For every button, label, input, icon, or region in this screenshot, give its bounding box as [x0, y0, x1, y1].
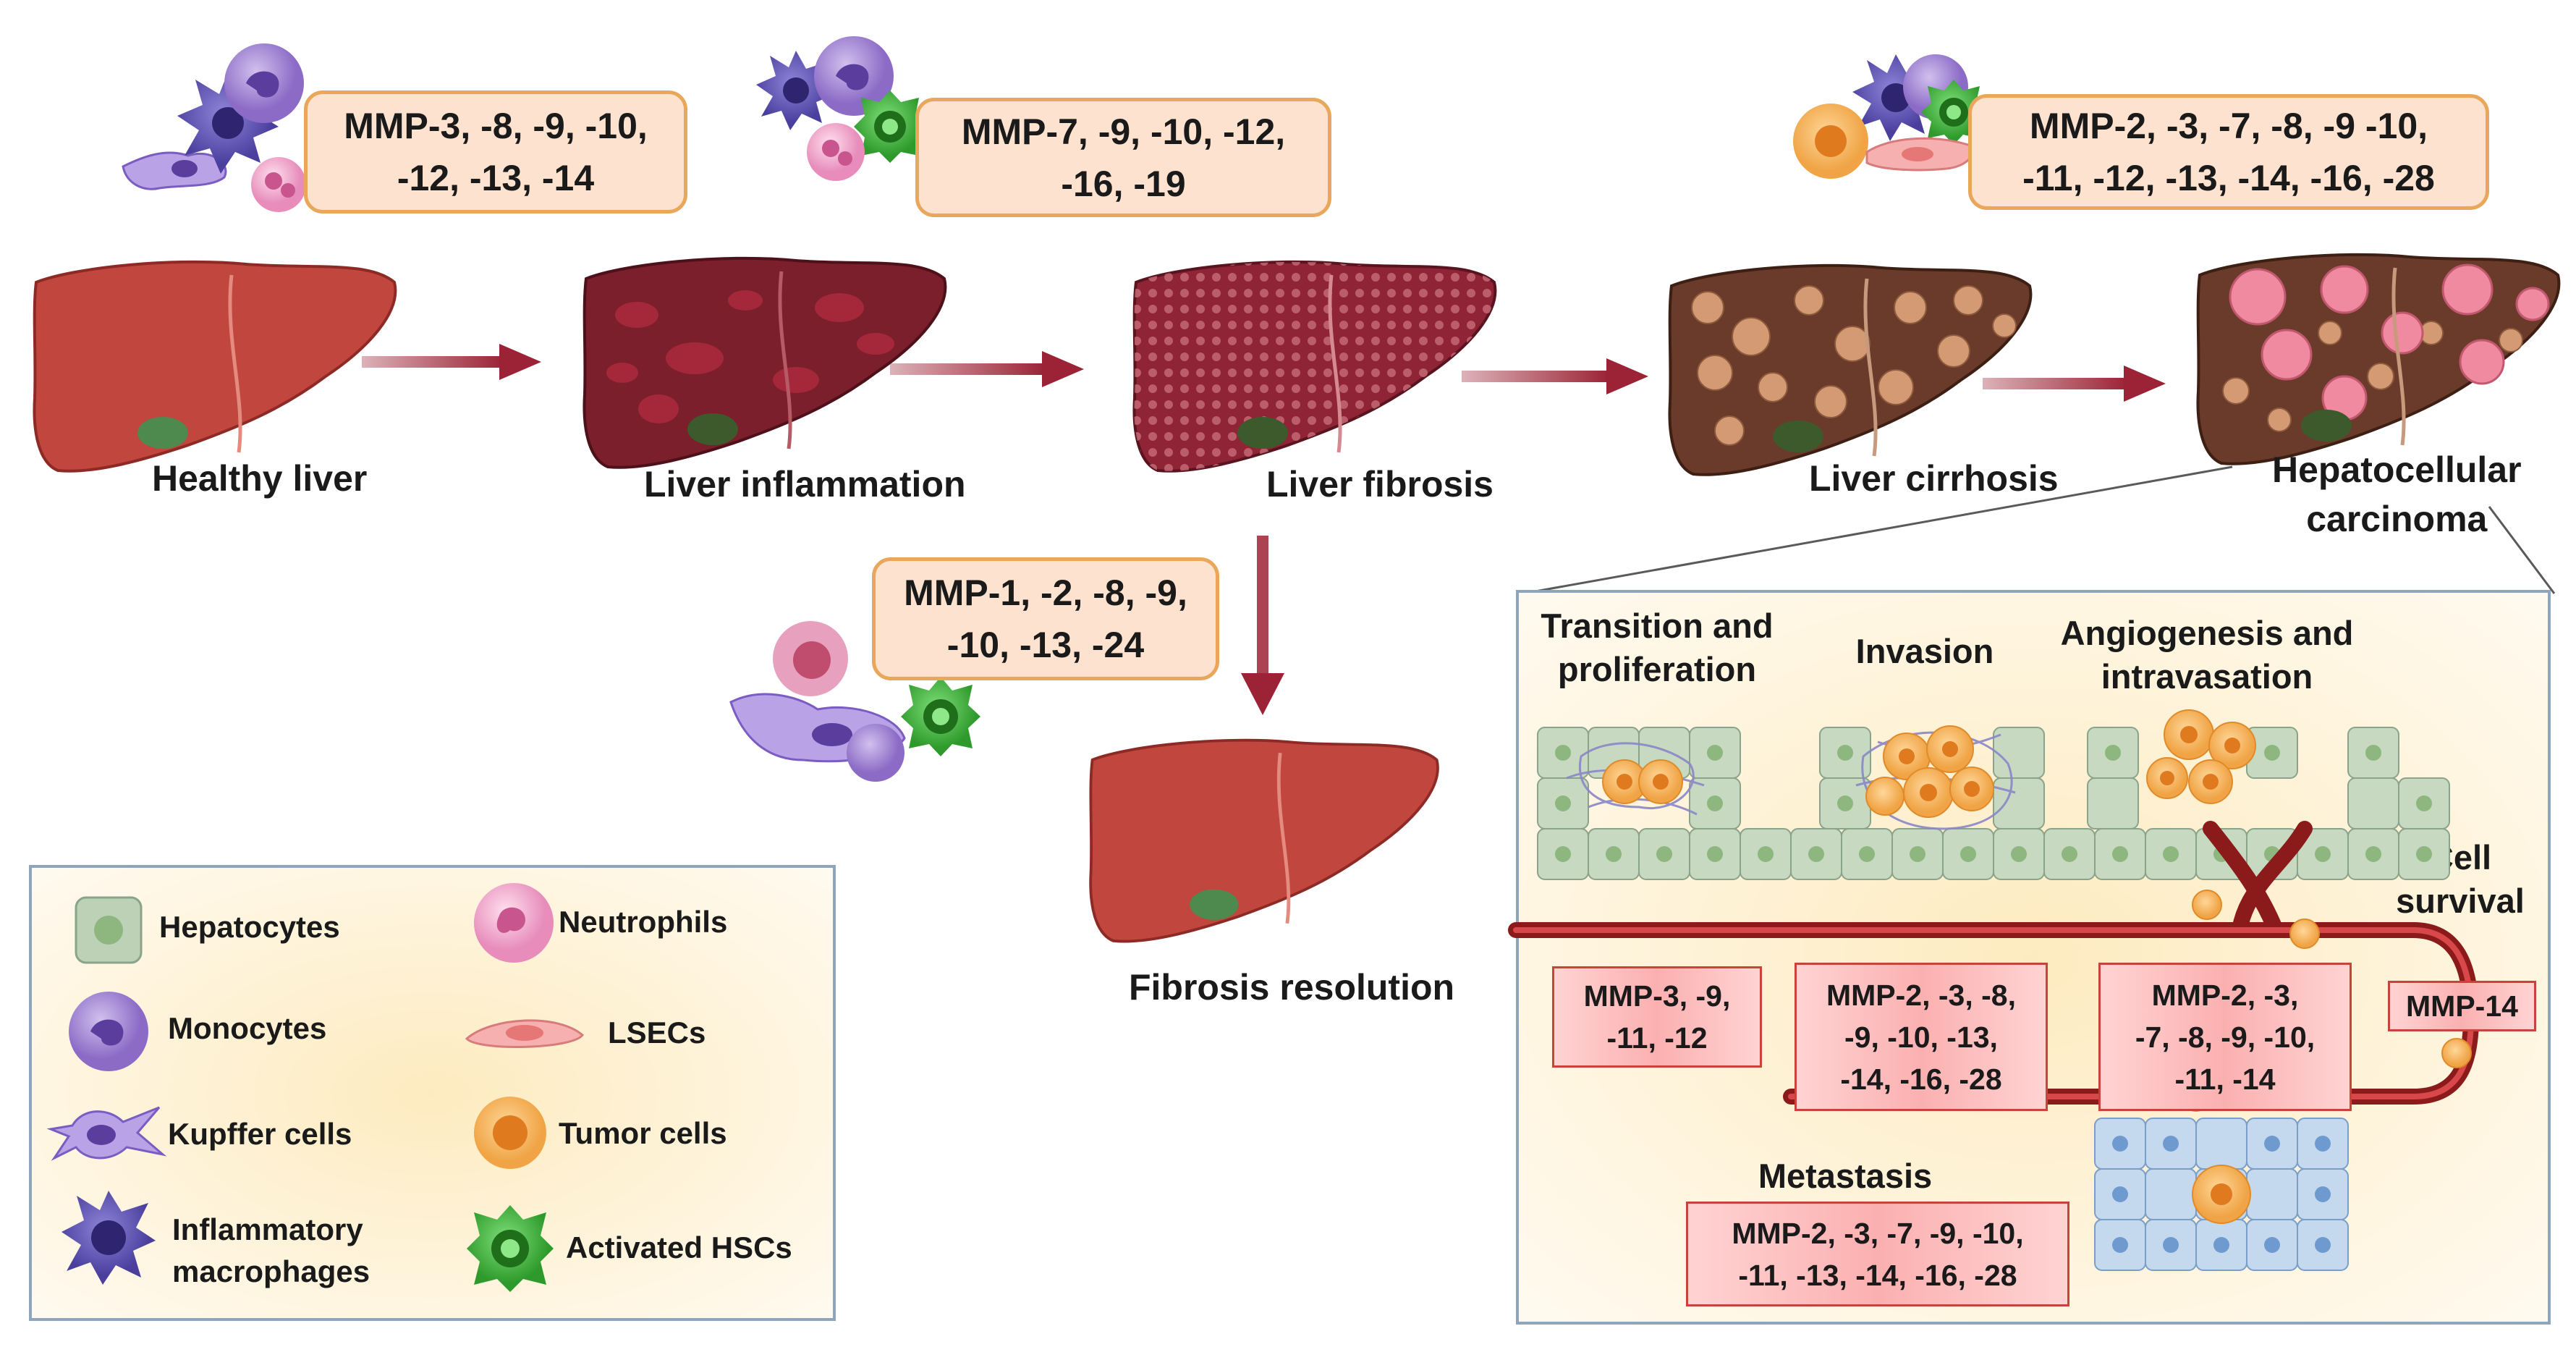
arrow-right-icon — [1462, 358, 1648, 394]
panel-title-angiogenesis: Angiogenesis and intravasation — [2060, 614, 2354, 696]
cell-cluster-resolution — [729, 621, 980, 782]
cell-cluster-2 — [756, 36, 926, 181]
neutrophil-icon — [474, 883, 554, 963]
arrow-right-icon — [890, 351, 1084, 387]
liver-icon-inflamed — [582, 256, 947, 469]
arrow-down-icon — [1241, 536, 1284, 715]
mmp-box-invasion: MMP-2, -3, -8, -9, -10, -13, -14, -16, -… — [1795, 963, 2048, 1111]
legend-label-monocytes: Monocytes — [168, 1011, 327, 1045]
stage-label-fibrosis: Liver fibrosis — [1266, 464, 1494, 504]
mmp-box-fibrosis-resolution: MMP-1, -2, -8, -9, -10, -13, -24 — [872, 557, 1219, 680]
stage-label-hcc: Hepatocellular carcinoma — [2272, 449, 2522, 539]
lsec-icon — [465, 1019, 585, 1048]
kupffer-cell-icon — [46, 1106, 167, 1161]
liver-icon-hcc — [2196, 253, 2561, 465]
legend-label-hepatocytes: Hepatocytes — [159, 910, 340, 944]
liver-icon-cirrhotic — [1668, 263, 2033, 476]
cell-cluster-1 — [122, 43, 306, 212]
tumor-cell-icon — [474, 1097, 546, 1169]
legend-label-hscs: Activated HSCs — [566, 1230, 792, 1264]
monocyte-icon — [69, 992, 148, 1071]
mmp-box-transition: MMP-3, -9, -11, -12 — [1552, 966, 1762, 1068]
mmp-box-healthy-inflammation: MMP-3, -8, -9, -10, -12, -13, -14 — [304, 90, 687, 214]
panel-title-metastasis: Metastasis — [1758, 1157, 1933, 1195]
mmp-box-survival: MMP-14 — [2388, 981, 2536, 1031]
legend-label-neutrophils: Neutrophils — [559, 905, 728, 939]
arrow-right-icon — [1983, 366, 2166, 402]
liver-icon-resolution — [1089, 738, 1439, 943]
activated-hsc-icon — [467, 1205, 554, 1292]
panel-title-invasion: Invasion — [1855, 632, 1994, 670]
stage-label-resolution: Fibrosis resolution — [1129, 967, 1455, 1008]
legend-panel — [29, 865, 836, 1321]
liver-icon-healthy — [33, 260, 397, 473]
legend-label-kupffer: Kupffer cells — [168, 1117, 352, 1151]
cell-cluster-3 — [1793, 54, 1986, 179]
stage-label-healthy: Healthy liver — [152, 458, 368, 499]
liver-icon-fibrotic — [1132, 260, 1497, 473]
mmp-box-inflammation-fibrosis: MMP-7, -9, -10, -12, -16, -19 — [915, 98, 1331, 217]
panel-title-survival: Cell survival — [2396, 838, 2525, 920]
panel-title-transition: Transition and proliferation — [1541, 607, 1774, 688]
mmp-box-angiogenesis: MMP-2, -3, -7, -8, -9, -10, -11, -14 — [2098, 963, 2352, 1111]
stage-label-cirrhosis: Liver cirrhosis — [1809, 458, 2059, 499]
legend-label-tumor: Tumor cells — [559, 1116, 727, 1150]
macrophage-icon — [62, 1191, 156, 1285]
hepatocyte-icon — [75, 896, 143, 964]
stage-label-inflammation: Liver inflammation — [644, 464, 966, 504]
mmp-box-metastasis: MMP-2, -3, -7, -9, -10, -11, -13, -14, -… — [1686, 1202, 2069, 1306]
legend-label-lsecs: LSECs — [608, 1015, 706, 1050]
legend-label-macrophages: Inflammatory macrophages — [172, 1212, 370, 1288]
mmp-box-cirrhosis-hcc: MMP-2, -3, -7, -8, -9 -10, -11, -12, -13… — [1968, 94, 2489, 210]
arrow-right-icon — [362, 344, 541, 380]
